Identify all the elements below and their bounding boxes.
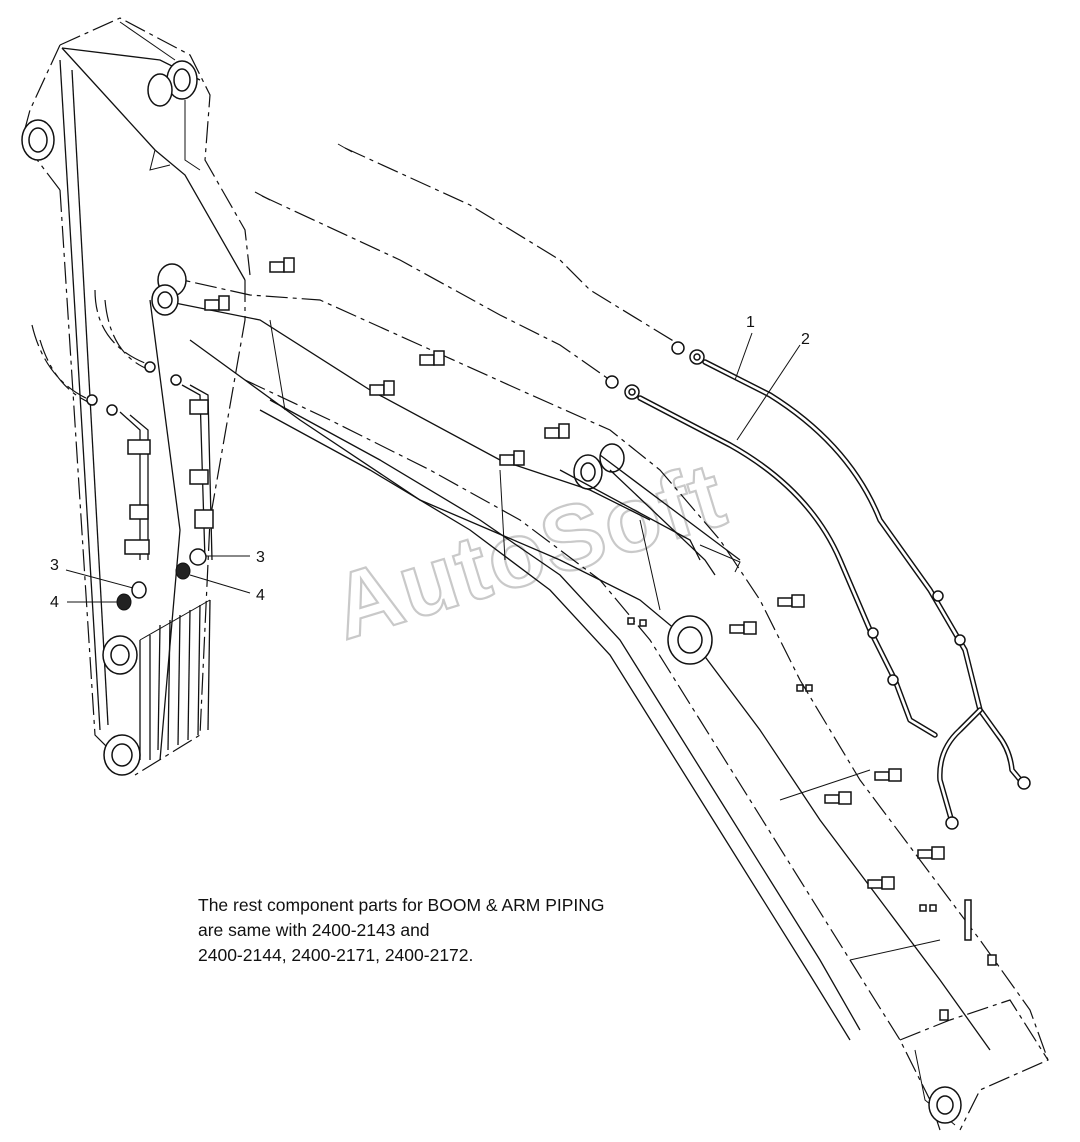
clamp [369, 380, 395, 396]
boom-pivot-bosses [21, 60, 962, 1124]
clamp [729, 621, 757, 635]
clamp [499, 450, 525, 466]
clamp [204, 295, 230, 311]
clamp [917, 846, 945, 860]
pipe-1 [702, 359, 1031, 825]
clamp [269, 257, 295, 273]
clamp [874, 768, 902, 782]
callout-2: 2 [801, 331, 810, 348]
callout-3-right: 3 [256, 549, 265, 566]
note-line: are same with 2400-2143 and [198, 920, 430, 940]
parts-note: The rest component parts for BOOM & ARM … [198, 893, 758, 968]
left-hose-assembly [31, 289, 214, 760]
link-bars [559, 454, 741, 576]
callout-leaders [65, 332, 801, 603]
pipe-2 [637, 395, 959, 830]
callout-1: 1 [746, 314, 755, 331]
clamp [544, 423, 570, 439]
callout-4-left: 4 [50, 594, 59, 611]
note-line: The rest component parts for BOOM & ARM … [198, 895, 605, 915]
upper-pilot-lines [254, 143, 705, 400]
callout-3-left: 3 [50, 557, 59, 574]
clamp [824, 791, 852, 805]
clamp [419, 350, 445, 366]
note-line: 2400-2144, 2400-2171, 2400-2172. [198, 945, 474, 965]
clamp [777, 594, 805, 608]
callout-4-right: 4 [256, 587, 265, 604]
clamp [867, 876, 895, 890]
pipe-clamps [204, 257, 997, 1021]
